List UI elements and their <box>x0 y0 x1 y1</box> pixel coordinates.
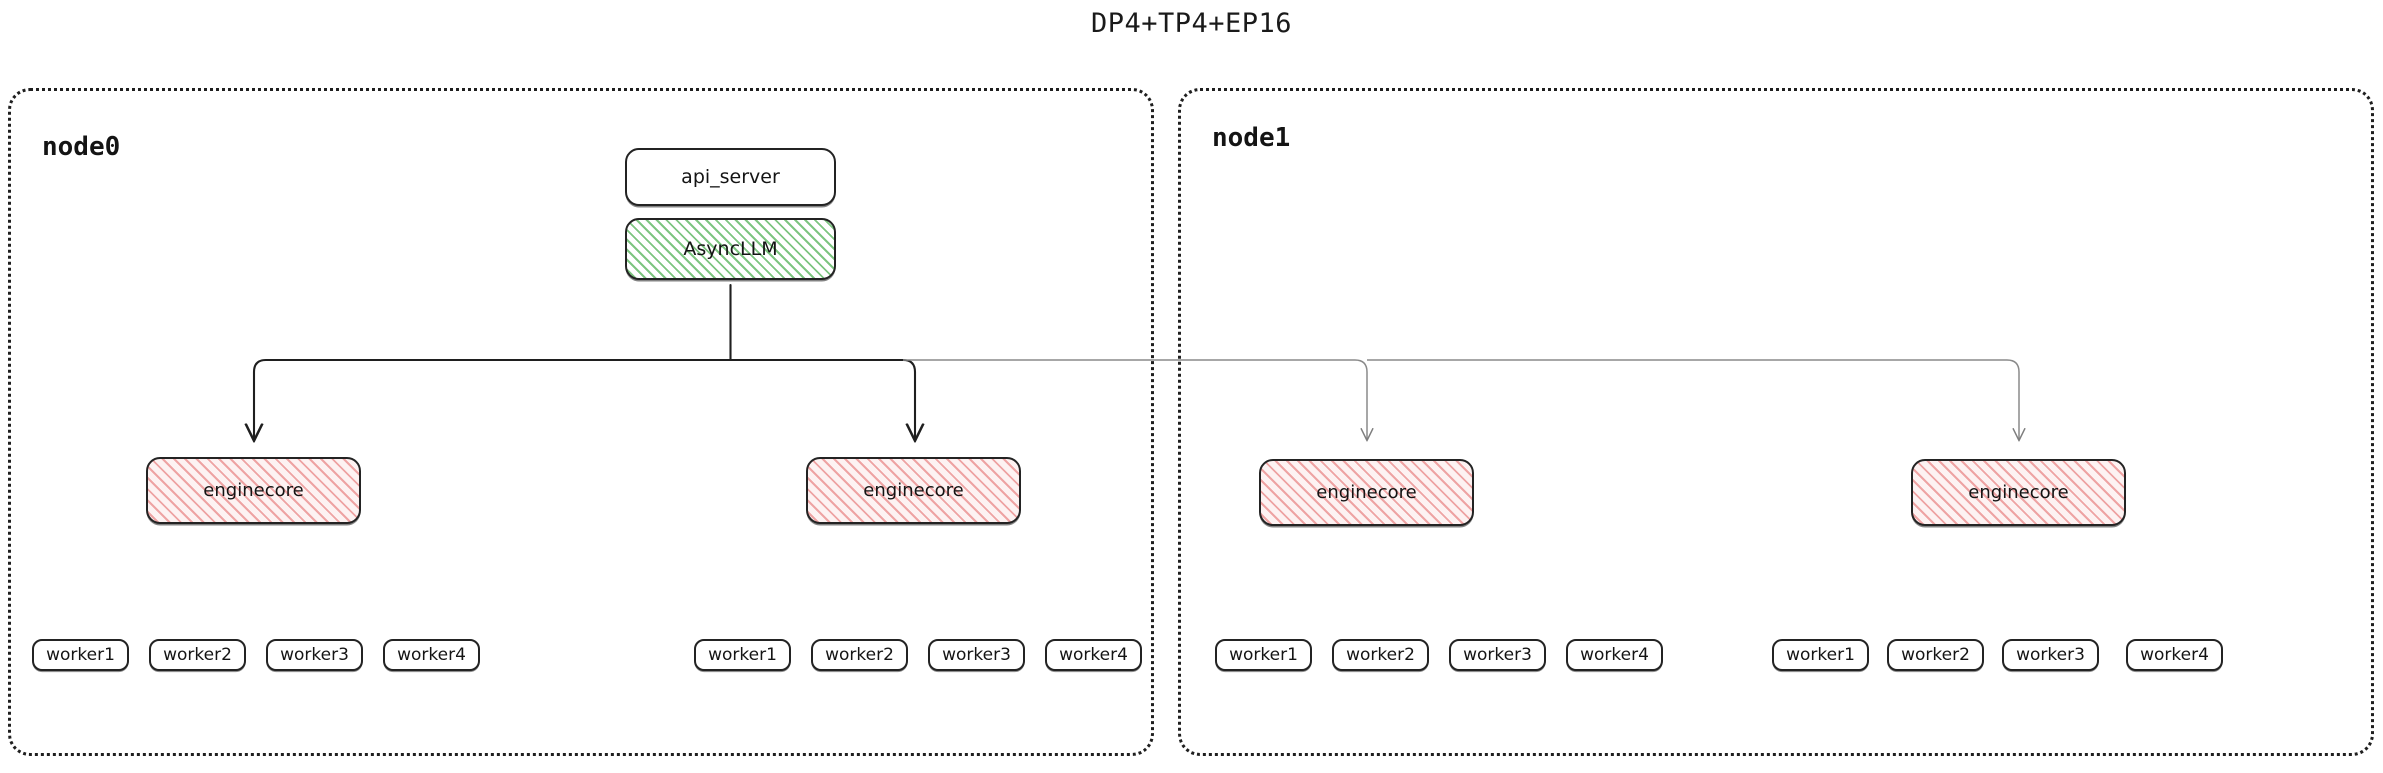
node-label-node0: node0 <box>42 132 121 162</box>
node-label-node1: node1 <box>1212 123 1291 153</box>
worker-label: worker4 <box>1059 645 1128 665</box>
worker-box[interactable]: worker2 <box>149 639 246 671</box>
worker-box[interactable]: worker1 <box>694 639 791 671</box>
worker-label: worker1 <box>1229 645 1298 665</box>
worker-label: worker4 <box>397 645 466 665</box>
worker-box[interactable]: worker4 <box>383 639 480 671</box>
enginecore-box[interactable]: enginecore <box>146 457 361 524</box>
worker-label: worker4 <box>1580 645 1649 665</box>
worker-label: worker2 <box>825 645 894 665</box>
enginecore-label: enginecore <box>203 480 304 501</box>
worker-box[interactable]: worker4 <box>2126 639 2223 671</box>
worker-box[interactable]: worker2 <box>1887 639 1984 671</box>
worker-label: worker2 <box>1346 645 1415 665</box>
enginecore-label: enginecore <box>1316 482 1417 503</box>
api-server-box[interactable]: api_server <box>625 148 836 206</box>
enginecore-label: enginecore <box>863 480 964 501</box>
asyncllm-label: AsyncLLM <box>683 238 778 260</box>
worker-label: worker3 <box>280 645 349 665</box>
enginecore-box[interactable]: enginecore <box>1259 459 1474 526</box>
worker-box[interactable]: worker3 <box>1449 639 1546 671</box>
worker-label: worker3 <box>1463 645 1532 665</box>
worker-box[interactable]: worker3 <box>928 639 1025 671</box>
worker-label: worker3 <box>942 645 1011 665</box>
asyncllm-box[interactable]: AsyncLLM <box>625 218 836 280</box>
enginecore-label: enginecore <box>1968 482 2069 503</box>
enginecore-box[interactable]: enginecore <box>1911 459 2126 526</box>
worker-label: worker2 <box>1901 645 1970 665</box>
worker-label: worker2 <box>163 645 232 665</box>
worker-box[interactable]: worker1 <box>1215 639 1312 671</box>
enginecore-box[interactable]: enginecore <box>806 457 1021 524</box>
worker-box[interactable]: worker1 <box>1772 639 1869 671</box>
worker-label: worker1 <box>46 645 115 665</box>
worker-box[interactable]: worker3 <box>266 639 363 671</box>
api-server-label: api_server <box>681 166 780 188</box>
worker-label: worker3 <box>2016 645 2085 665</box>
worker-box[interactable]: worker4 <box>1045 639 1142 671</box>
worker-box[interactable]: worker1 <box>32 639 129 671</box>
worker-box[interactable]: worker4 <box>1566 639 1663 671</box>
worker-box[interactable]: worker2 <box>1332 639 1429 671</box>
worker-label: worker1 <box>1786 645 1855 665</box>
page-title: DP4+TP4+EP16 <box>1090 8 1293 39</box>
worker-box[interactable]: worker3 <box>2002 639 2099 671</box>
worker-label: worker4 <box>2140 645 2209 665</box>
worker-box[interactable]: worker2 <box>811 639 908 671</box>
worker-label: worker1 <box>708 645 777 665</box>
